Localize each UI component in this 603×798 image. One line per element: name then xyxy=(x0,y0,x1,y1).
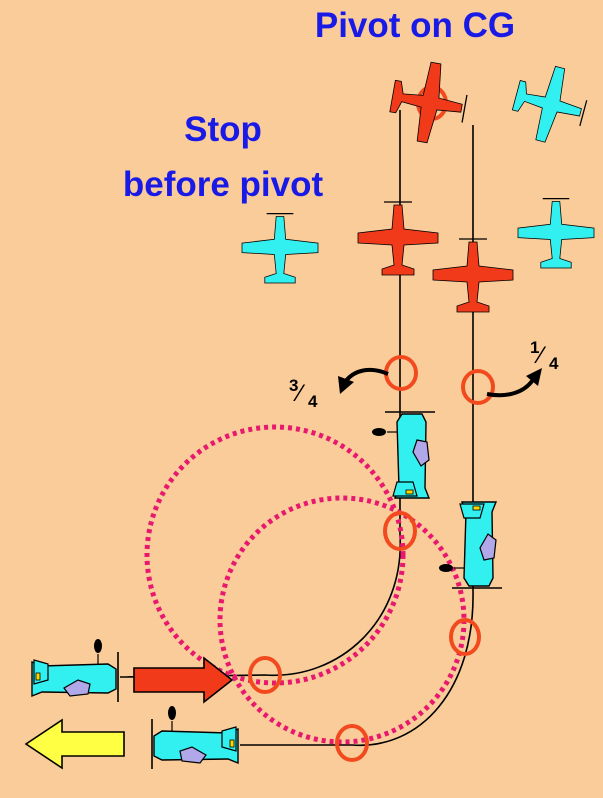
yellow-back-arrow-icon xyxy=(24,718,125,770)
top-view-airplane-icon xyxy=(517,198,595,269)
fraction-three-quarters: 3 ⁄ 4 xyxy=(289,376,329,416)
label-before-pivot: before pivot xyxy=(122,165,324,204)
pivot-marker xyxy=(248,656,282,694)
fraction-denominator: 4 xyxy=(549,354,559,373)
side-view-airplane-icon xyxy=(438,501,503,589)
top-view-airplane-icon xyxy=(385,56,473,149)
pivot-marker xyxy=(449,618,481,656)
curved-arrow-head-icon xyxy=(526,368,542,386)
pivot-marker xyxy=(335,724,369,762)
dotted-turn-circle-lower xyxy=(217,495,467,745)
fraction-slash: ⁄ xyxy=(298,380,303,407)
fraction-numerator: 3 xyxy=(289,376,299,395)
fraction-slash: ⁄ xyxy=(539,342,544,369)
pivot-marker xyxy=(461,369,495,405)
ground-path-lower xyxy=(240,589,474,746)
title-pivot-on-cg: Pivot on CG xyxy=(314,6,516,45)
curved-arrow-head-icon xyxy=(338,376,354,394)
dotted-turn-circle-upper xyxy=(144,424,406,686)
side-view-airplane-icon xyxy=(151,705,239,770)
ground-path-upper xyxy=(119,534,401,678)
red-forward-arrow-icon xyxy=(133,656,234,704)
curved-arrow-icon xyxy=(343,367,389,384)
fraction-numerator: 1 xyxy=(530,338,540,357)
fraction-one-quarter: 1 ⁄ 4 xyxy=(530,338,570,378)
top-view-airplane-icon xyxy=(505,57,594,151)
side-view-airplane-icon xyxy=(31,638,119,703)
pivot-marker xyxy=(384,355,418,391)
curved-arrow-icon xyxy=(486,376,536,398)
top-view-airplane-icon xyxy=(432,238,514,313)
top-view-airplane-icon xyxy=(241,213,319,284)
fraction-denominator: 4 xyxy=(308,392,318,411)
pivot-marker xyxy=(383,511,417,551)
label-stop: Stop xyxy=(184,110,262,149)
top-view-airplane-icon xyxy=(357,201,439,276)
